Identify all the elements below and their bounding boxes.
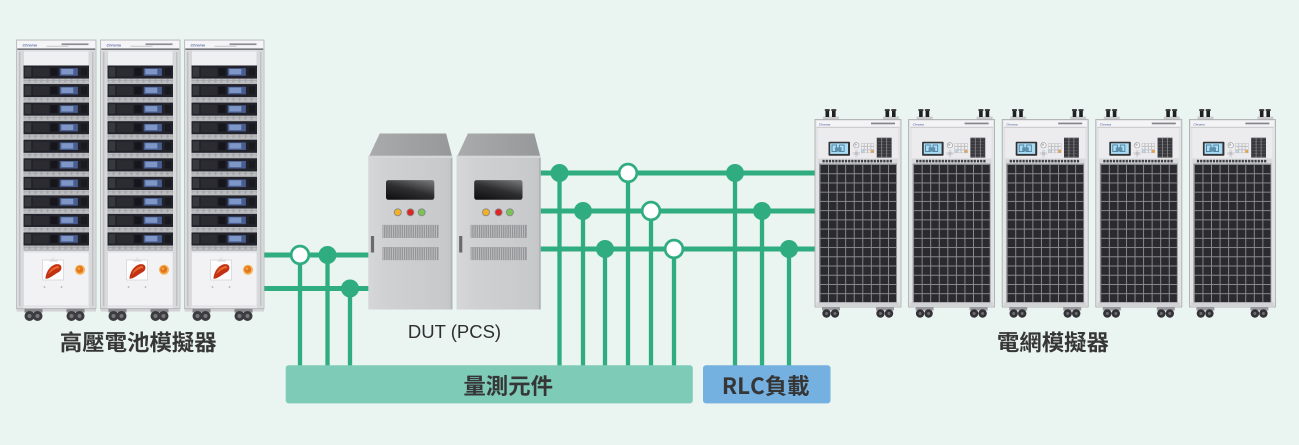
svg-text:DUT (PCS): DUT (PCS) bbox=[408, 321, 501, 342]
